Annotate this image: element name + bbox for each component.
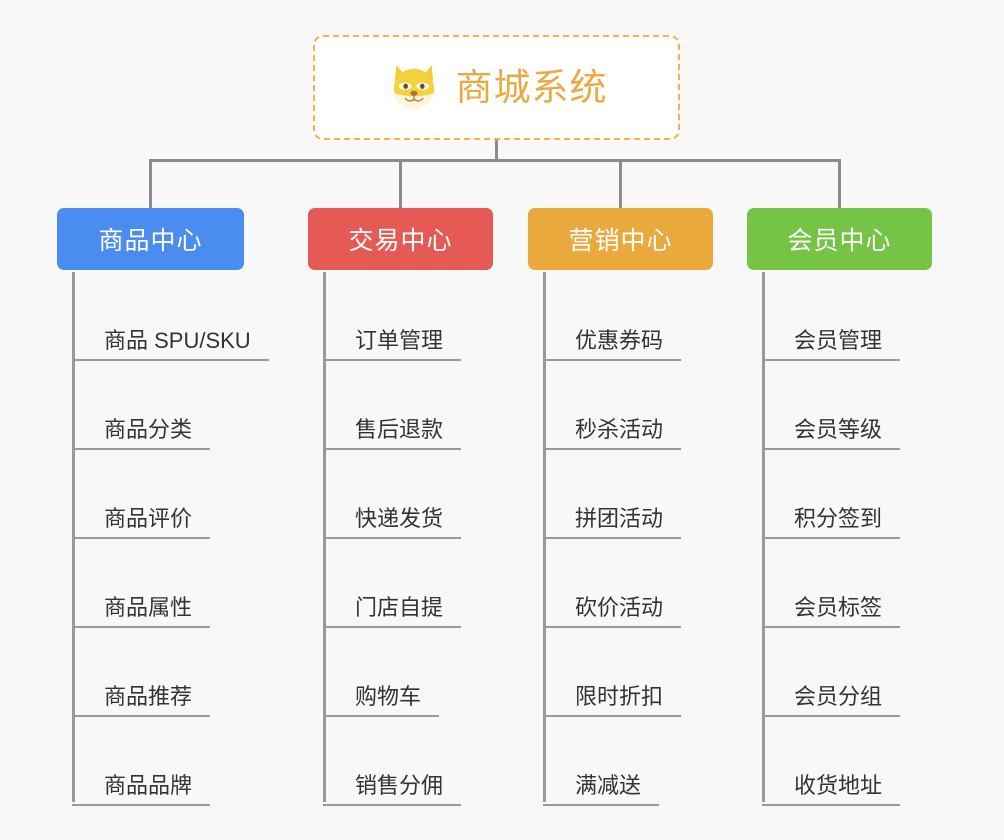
leaf-item-label: 商品品牌	[104, 772, 193, 798]
leaf-item[interactable]: 门店自提	[323, 539, 462, 628]
leaf-item[interactable]: 商品品牌	[72, 717, 211, 806]
leaf-item[interactable]: 会员标签	[762, 539, 901, 628]
leaf-item-label: 会员等级	[794, 416, 883, 442]
connector-drop-member-center	[838, 159, 841, 208]
leaf-item-label: 拼团活动	[575, 505, 664, 531]
leaf-item-label: 积分签到	[794, 505, 883, 531]
leaf-item[interactable]: 砍价活动	[543, 539, 682, 628]
leaf-item-label: 会员管理	[794, 327, 883, 353]
leaf-item[interactable]: 秒杀活动	[543, 361, 682, 450]
category-header-label: 商品中心	[98, 227, 203, 255]
root-node[interactable]: 商城系统	[313, 35, 680, 140]
leaf-item-label: 购物车	[355, 683, 422, 709]
shiba-dog-face-icon	[393, 64, 434, 109]
leaf-item-label: 限时折扣	[575, 683, 664, 709]
category-header-label: 营销中心	[568, 227, 673, 255]
leaf-item[interactable]: 商品分类	[72, 361, 211, 450]
leaf-item[interactable]: 快递发货	[323, 450, 462, 539]
leaf-item-label: 商品属性	[104, 594, 193, 620]
leaf-item[interactable]: 优惠券码	[543, 272, 682, 361]
leaf-item[interactable]: 购物车	[323, 628, 440, 717]
category-header-product-center[interactable]: 商品中心	[57, 208, 244, 270]
leaf-item[interactable]: 会员管理	[762, 272, 901, 361]
leaf-item-label: 订单管理	[355, 327, 444, 353]
leaf-item-label: 销售分佣	[355, 772, 444, 798]
leaf-item[interactable]: 会员等级	[762, 361, 901, 450]
connector-root-stem	[495, 140, 498, 162]
leaf-item[interactable]: 商品属性	[72, 539, 211, 628]
connector-bus	[149, 159, 841, 162]
category-header-marketing-center[interactable]: 营销中心	[528, 208, 713, 270]
root-title: 商城系统	[455, 67, 608, 108]
leaf-item-label: 秒杀活动	[575, 416, 664, 442]
leaf-item[interactable]: 限时折扣	[543, 628, 682, 717]
leaf-item-label: 门店自提	[355, 594, 444, 620]
leaf-item[interactable]: 积分签到	[762, 450, 901, 539]
leaf-item-label: 会员标签	[794, 594, 883, 620]
leaf-item[interactable]: 订单管理	[323, 272, 462, 361]
leaf-item-label: 砍价活动	[575, 594, 664, 620]
leaf-item[interactable]: 商品推荐	[72, 628, 211, 717]
leaf-item[interactable]: 商品评价	[72, 450, 211, 539]
leaf-item-label: 商品分类	[104, 416, 193, 442]
category-header-label: 交易中心	[348, 227, 453, 255]
leaf-item[interactable]: 收货地址	[762, 717, 901, 806]
connector-drop-product-center	[149, 159, 152, 208]
leaf-item[interactable]: 拼团活动	[543, 450, 682, 539]
leaf-item-label: 快递发货	[355, 505, 444, 531]
connector-drop-marketing-center	[619, 159, 622, 208]
leaf-item-label: 会员分组	[794, 683, 883, 709]
leaf-item[interactable]: 商品 SPU/SKU	[72, 272, 269, 361]
leaf-item-label: 收货地址	[794, 772, 883, 798]
leaf-item-label: 满减送	[575, 772, 642, 798]
category-header-trade-center[interactable]: 交易中心	[308, 208, 493, 270]
leaf-item[interactable]: 售后退款	[323, 361, 462, 450]
leaf-item-label: 商品评价	[104, 505, 193, 531]
leaf-item[interactable]: 满减送	[543, 717, 660, 806]
leaf-item-label: 商品推荐	[104, 683, 193, 709]
leaf-item-label: 售后退款	[355, 416, 444, 442]
connector-drop-trade-center	[399, 159, 402, 208]
category-header-member-center[interactable]: 会员中心	[747, 208, 932, 270]
leaf-item[interactable]: 销售分佣	[323, 717, 462, 806]
leaf-item-label: 优惠券码	[575, 327, 664, 353]
leaf-item-label: 商品 SPU/SKU	[104, 327, 251, 353]
category-header-label: 会员中心	[787, 227, 892, 255]
leaf-item[interactable]: 会员分组	[762, 628, 901, 717]
